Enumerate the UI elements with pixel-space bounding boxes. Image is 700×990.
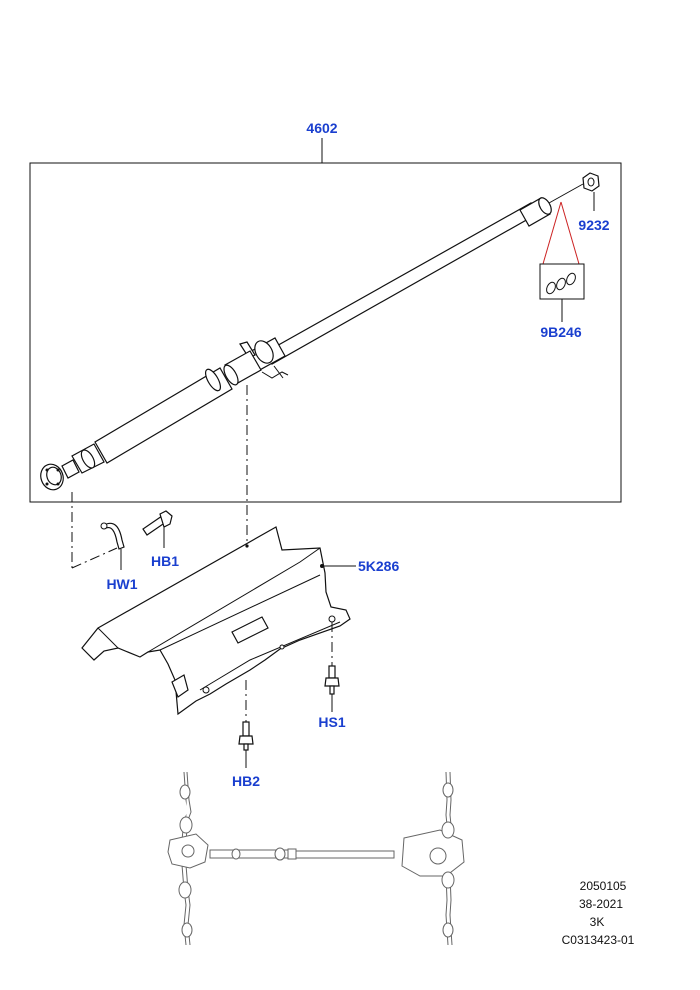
callout-9232[interactable]: 9232	[578, 217, 609, 233]
hw1-strap[interactable]	[100, 522, 125, 570]
propshaft[interactable]	[37, 183, 584, 493]
hb2-bolt[interactable]	[238, 680, 254, 768]
callout-HW1[interactable]: HW1	[106, 576, 137, 592]
hs1-stud[interactable]	[324, 622, 340, 712]
hb1-bolt[interactable]	[142, 510, 173, 548]
footer-ref-3: 3K	[590, 915, 605, 929]
seal-red-leader-2	[560, 201, 580, 265]
callout-HB2[interactable]: HB2	[232, 773, 260, 789]
callout-HS1[interactable]: HS1	[318, 714, 345, 730]
footer-ref-1: 2050105	[580, 879, 627, 893]
callout-9B246[interactable]: 9B246	[540, 324, 581, 340]
heat-shield-5K286[interactable]	[81, 526, 356, 716]
assembly-frame	[29, 162, 622, 503]
seal-kit-9B246[interactable]	[539, 263, 585, 322]
footer-ref-4: C0313423-01	[562, 933, 635, 947]
callout-4602[interactable]: 4602	[306, 120, 337, 136]
center-line-hw1	[71, 547, 118, 569]
nut-9232[interactable]	[582, 172, 600, 211]
footer-ref-2: 38-2021	[579, 897, 623, 911]
callout-HB1[interactable]: HB1	[151, 553, 179, 569]
callout-5K286[interactable]: 5K286	[358, 558, 399, 574]
driveline-overview	[167, 771, 465, 946]
seal-red-leader-1	[542, 201, 562, 265]
